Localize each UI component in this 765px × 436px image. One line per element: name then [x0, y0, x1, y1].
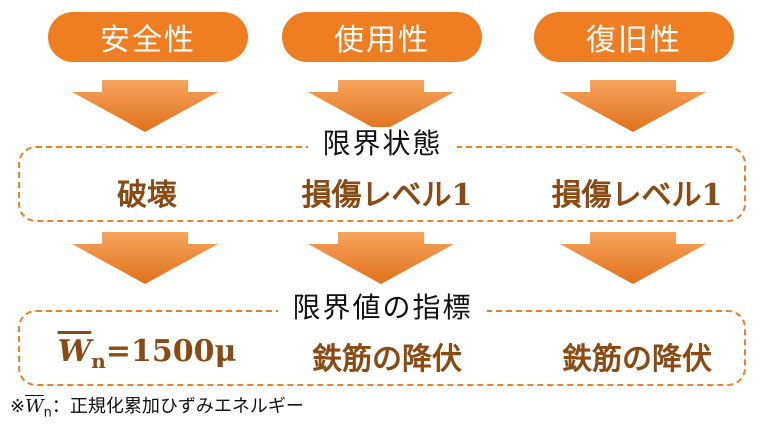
limit-state-restorability: 損傷レベル1	[551, 178, 723, 213]
limit-index-safety: Wn=1500μ	[57, 334, 237, 373]
down-arrow-icon	[72, 80, 218, 132]
header-serviceability: 使用性	[282, 12, 482, 62]
limit-state-label: 限界状態	[0, 122, 765, 162]
limit-state-safety: 破壊	[117, 178, 177, 213]
down-arrow-icon	[308, 232, 454, 284]
limit-index-label: 限界値の指標	[0, 286, 765, 326]
down-arrow-icon	[72, 232, 218, 284]
limit-state-serviceability: 損傷レベル1	[301, 178, 473, 213]
down-arrow-icon	[308, 80, 454, 132]
header-safety: 安全性	[48, 12, 248, 62]
down-arrow-icon	[560, 80, 706, 132]
footnote: ※Wn：正規化累加ひずみエネルギー	[10, 396, 304, 421]
limit-index-serviceability: 鉄筋の降伏	[312, 342, 462, 377]
limit-index-restorability: 鉄筋の降伏	[562, 342, 712, 377]
down-arrow-icon	[560, 232, 706, 284]
header-restorability: 復旧性	[534, 12, 734, 62]
